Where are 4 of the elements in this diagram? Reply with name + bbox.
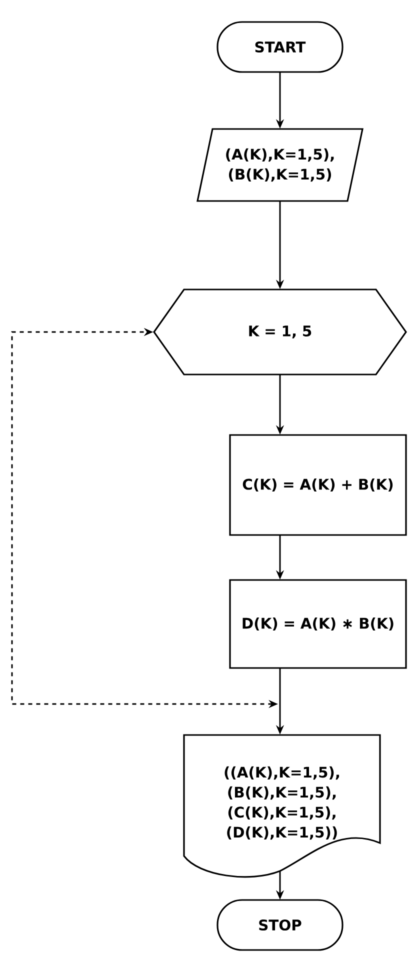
process-box: C(K) = A(K) + B(K) [229,434,407,536]
process-box: D(K) = A(K) ∗ B(K) [229,579,407,669]
input-parallelogram: (A(K),K=1,5), (B(K),K=1,5) [196,128,364,202]
loop-hexagon: K = 1, 5 [153,288,407,376]
